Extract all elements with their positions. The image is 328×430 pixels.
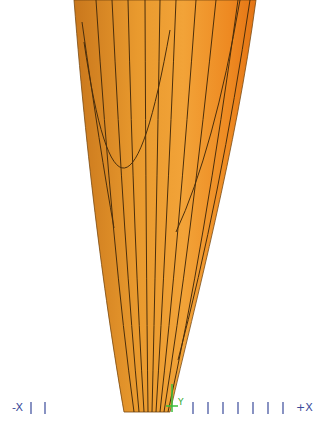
- y-axis-marker: [166, 384, 178, 412]
- x-axis-ticks: [31, 402, 283, 414]
- axis-label: -X: [12, 401, 23, 414]
- paraboloid-surface: [74, 0, 256, 412]
- axis-label: Y: [178, 396, 184, 409]
- mesh-lines: [82, 0, 250, 412]
- axis-label: +X: [296, 401, 313, 414]
